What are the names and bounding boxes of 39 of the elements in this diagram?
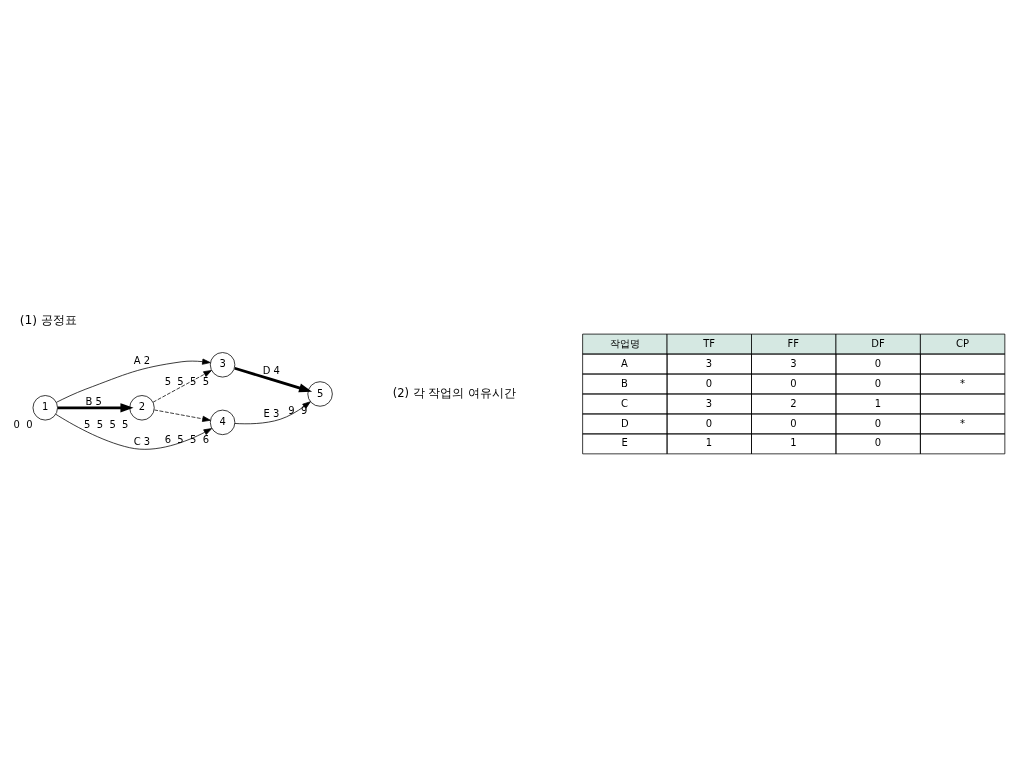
node-label: 9 9 — [288, 405, 308, 417]
label: 0 — [874, 377, 882, 389]
label: FF — [787, 337, 800, 349]
label: * — [959, 417, 965, 429]
label: E — [621, 437, 628, 449]
label: TF — [703, 337, 715, 349]
edge-label: D 4 — [262, 365, 280, 377]
label: D — [621, 417, 629, 429]
label: 2 — [790, 397, 797, 409]
label: 1 — [874, 397, 882, 409]
edge-label: E 3 — [263, 407, 280, 419]
label: 3 — [790, 357, 797, 369]
label: B — [621, 377, 628, 389]
node-label: 5 5 5 5 — [84, 419, 129, 431]
label: 0 — [705, 417, 713, 429]
label: * — [959, 377, 965, 389]
edge-label: A 2 — [133, 355, 151, 367]
label: 0 — [874, 417, 882, 429]
label: 0 — [790, 417, 797, 429]
label: 0 — [790, 377, 797, 389]
label: 0 — [705, 377, 713, 389]
edge-label: B 5 — [85, 396, 102, 408]
label: DF — [871, 337, 885, 349]
label: 작업명 — [609, 337, 640, 349]
label: C — [621, 397, 628, 409]
node-label: 6 5 5 6 — [164, 433, 210, 445]
label: A — [621, 357, 628, 369]
diagram-title: (1) 공정표 — [19, 312, 77, 327]
label: (2) 각 작업의 여유시간 — [392, 385, 517, 400]
label: 1 — [790, 437, 797, 449]
label: 3 — [705, 357, 713, 369]
label: 0 — [874, 437, 882, 449]
label: 3 — [705, 397, 713, 409]
label: CP — [956, 337, 970, 349]
edge-label: C 3 — [133, 435, 151, 447]
node-label: 5 5 5 5 — [164, 376, 210, 388]
node-label: 0 0 — [13, 419, 33, 431]
label: 1 — [705, 437, 713, 449]
label: 0 — [874, 357, 882, 369]
